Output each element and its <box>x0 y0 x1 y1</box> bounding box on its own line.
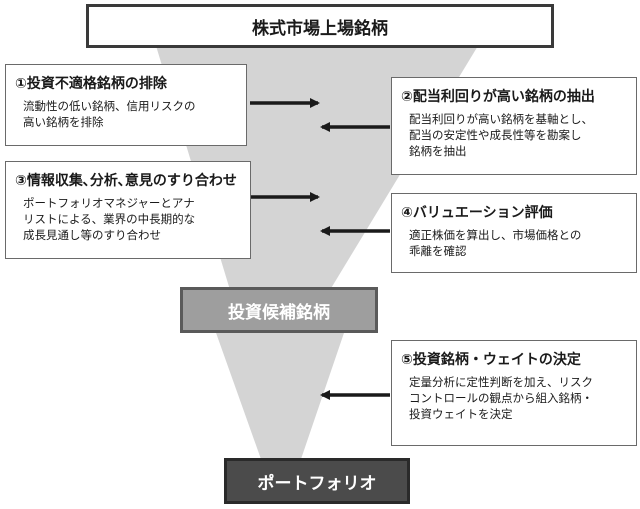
step1-line1: 流動性の低い銘柄、信用リスクの <box>23 99 196 113</box>
step1-card: ①投資不適格銘柄の排除 流動性の低い銘柄、信用リスクの 高い銘柄を排除 <box>5 64 247 146</box>
step2-line1: 配当利回りが高い銘柄を基軸とし、 <box>409 112 593 126</box>
step3-line1: ポートフォリオマネジャーとアナ <box>23 196 195 210</box>
step5-line1: 定量分析に定性判断を加え、リスク <box>409 375 593 389</box>
portfolio-box: ポートフォリオ <box>224 458 410 504</box>
step3-line3: 成長見通し等のすり合わせ <box>23 228 161 242</box>
step2-card: ②配当利回りが高い銘柄の抽出 配当利回りが高い銘柄を基軸とし、 配当の安定性や成… <box>391 77 637 175</box>
step4-line2: 乖離を確認 <box>409 244 467 258</box>
step3-line2: リストによる、業界の中長期的な <box>23 212 196 226</box>
step1-line2: 高い銘柄を排除 <box>23 115 104 129</box>
step4-line1: 適正株価を算出し、市場価格との <box>409 228 582 242</box>
step2-line3: 銘柄を抽出 <box>409 144 467 158</box>
middle-box-label: 投資候補銘柄 <box>228 302 330 323</box>
step5-line3: 投資ウェイトを決定 <box>409 407 513 421</box>
funnel-lower-shape <box>215 330 345 462</box>
step1-title: ①投資不適格銘柄の排除 <box>15 76 167 92</box>
step5-line2: コントロールの観点から組入銘柄・ <box>409 391 593 405</box>
stock-market-listed-box: 株式市場上場銘柄 <box>86 4 554 48</box>
step2-line2: 配当の安定性や成長性等を勘案し <box>409 128 582 142</box>
step4-description: 適正株価を算出し、市場価格との 乖離を確認 <box>401 227 628 259</box>
step5-card: ⑤投資銘柄・ウェイトの決定 定量分析に定性判断を加え、リスク コントロールの観点… <box>391 340 637 446</box>
investment-candidates-box: 投資候補銘柄 <box>180 287 378 333</box>
step3-description: ポートフォリオマネジャーとアナ リストによる、業界の中長期的な 成長見通し等のす… <box>15 195 242 243</box>
step3-title: ③情報収集､分析､意見のすり合わせ <box>15 173 237 189</box>
bottom-box-label: ポートフォリオ <box>257 473 377 494</box>
step4-card: ④バリュエーション評価 適正株価を算出し、市場価格との 乖離を確認 <box>391 193 637 273</box>
step1-description: 流動性の低い銘柄、信用リスクの 高い銘柄を排除 <box>15 98 238 130</box>
step5-title: ⑤投資銘柄・ウェイトの決定 <box>401 352 581 368</box>
step3-card: ③情報収集､分析､意見のすり合わせ ポートフォリオマネジャーとアナ リストによる… <box>5 161 251 259</box>
step2-description: 配当利回りが高い銘柄を基軸とし、 配当の安定性や成長性等を勘案し 銘柄を抽出 <box>401 111 628 159</box>
step2-title: ②配当利回りが高い銘柄の抽出 <box>401 89 595 105</box>
top-box-label: 株式市場上場銘柄 <box>252 18 388 39</box>
step4-title: ④バリュエーション評価 <box>401 205 553 221</box>
step5-description: 定量分析に定性判断を加え、リスク コントロールの観点から組入銘柄・ 投資ウェイト… <box>401 374 628 422</box>
